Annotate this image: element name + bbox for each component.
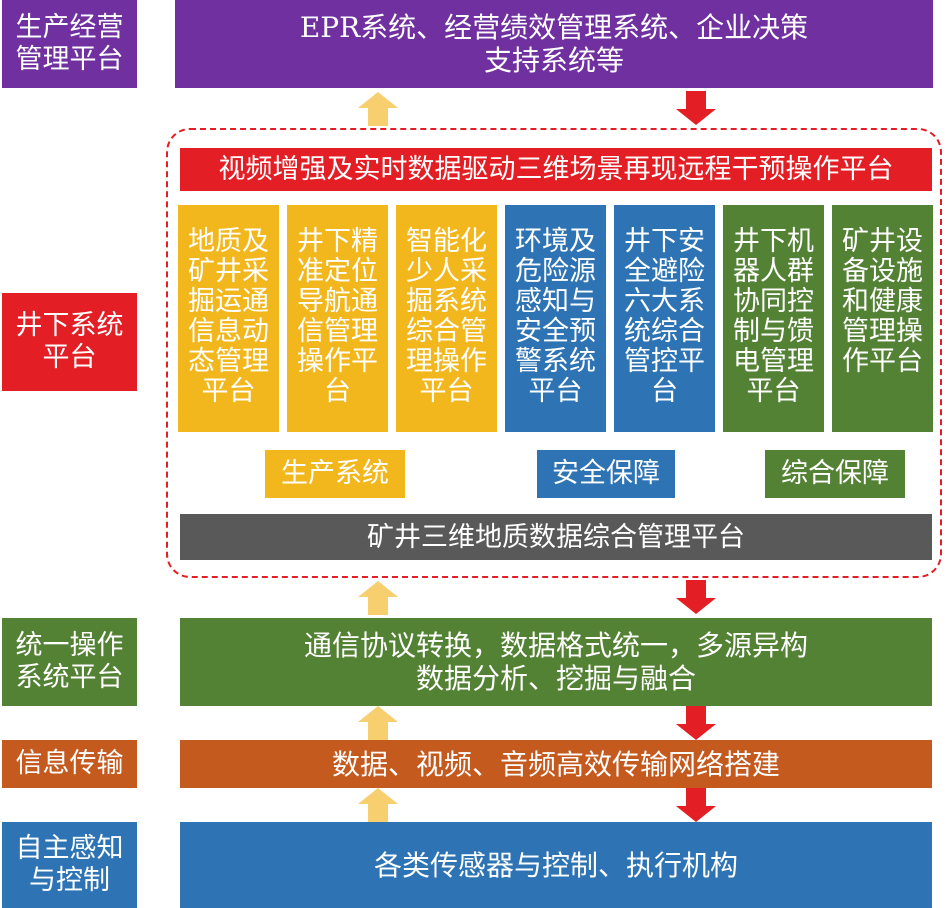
category-production-system: 生产系统 [265,450,405,498]
subsystem-equipment-health: 矿井设备设施和健康管理操作平台 [832,205,933,432]
subsystem-robot-control: 井下机器人群协同控制与馈电管理平台 [723,205,824,432]
production-systems-box: EPR系统、经营绩效管理系统、企业决策 支持系统等 [175,0,933,88]
arrow-up-icon [358,581,398,615]
label-autonomous-perception: 自主感知 与控制 [2,822,137,908]
underground-platform-region [166,128,942,578]
label-production-management: 生产经营 管理平台 [2,0,137,88]
unified-operation-box: 通信协议转换，数据格式统一，多源异构 数据分析、挖掘与融合 [180,618,932,706]
sensors-actuators-box: 各类传感器与控制、执行机构 [180,822,932,908]
subsystem-positioning-navigation: 井下精准定位导航通信管理操作平台 [287,205,388,432]
arrow-down-icon [676,91,716,125]
arrow-up-icon [358,92,398,126]
geology-data-platform-bar: 矿井三维地质数据综合管理平台 [180,514,932,560]
label-information-transmission: 信息传输 [2,740,137,788]
arrow-down-icon [676,706,716,740]
transmission-network-box: 数据、视频、音频高效传输网络搭建 [180,740,932,788]
subsystem-geology-mining: 地质及矿井采掘运通信息动态管理平台 [178,205,279,432]
arrow-up-icon [358,706,398,740]
category-safety-assurance: 安全保障 [537,450,675,498]
subsystem-intelligent-mining: 智能化少人采掘系统综合管理操作平台 [396,205,497,432]
category-comprehensive-support: 综合保障 [765,450,905,498]
arrow-up-icon [358,788,398,822]
label-unified-operation: 统一操作 系统平台 [2,618,137,706]
remote-intervention-platform-bar: 视频增强及实时数据驱动三维场景再现远程干预操作平台 [180,148,932,191]
arrow-down-icon [676,788,716,822]
subsystem-environment-safety: 环境及危险源感知与安全预警系统平台 [505,205,606,432]
subsystem-refuge-systems: 井下安全避险六大系统综合管控平台 [614,205,715,432]
label-underground-platform: 井下系统 平台 [2,293,137,391]
arrow-down-icon [676,580,716,614]
